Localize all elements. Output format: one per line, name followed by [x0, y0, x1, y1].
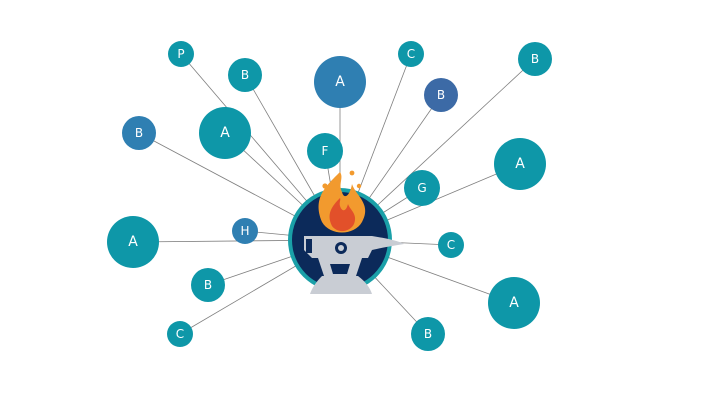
- node-circle: [398, 41, 424, 67]
- node-circle: [411, 317, 445, 351]
- node-circle: [122, 116, 156, 150]
- node-circle: [167, 321, 193, 347]
- node-circle: [404, 170, 440, 206]
- node-circle: [307, 133, 343, 169]
- node-label: F: [322, 144, 329, 158]
- node-circle: [168, 41, 194, 67]
- node-a1[interactable]: A: [314, 56, 366, 108]
- node-b3[interactable]: B: [122, 116, 156, 150]
- node-a5[interactable]: A: [488, 277, 540, 329]
- node-circle: [488, 277, 540, 329]
- node-b1[interactable]: B: [228, 58, 262, 92]
- node-circle: [232, 218, 258, 244]
- node-a2[interactable]: A: [199, 107, 251, 159]
- node-a4[interactable]: A: [107, 216, 159, 268]
- node-label: G: [417, 181, 426, 195]
- node-circle: [494, 138, 546, 190]
- node-label: B: [531, 52, 539, 66]
- node-p1[interactable]: P: [168, 41, 194, 67]
- node-circle: [518, 42, 552, 76]
- node-c1[interactable]: C: [398, 41, 424, 67]
- node-label: B: [424, 327, 432, 341]
- nodes: P B A C B B A B F A G H A C B A C B: [107, 41, 552, 351]
- node-circle: [228, 58, 262, 92]
- node-b5[interactable]: B: [191, 268, 225, 302]
- node-circle: [199, 107, 251, 159]
- node-f1[interactable]: F: [307, 133, 343, 169]
- node-b4[interactable]: B: [424, 78, 458, 112]
- node-label: C: [447, 238, 455, 252]
- node-label: A: [515, 156, 525, 172]
- node-label: B: [241, 68, 249, 82]
- node-c2[interactable]: C: [438, 232, 464, 258]
- node-circle: [191, 268, 225, 302]
- node-circle: [424, 78, 458, 112]
- anvil-flame-logo-icon: [304, 170, 404, 294]
- node-h1[interactable]: H: [232, 218, 258, 244]
- node-c3[interactable]: C: [167, 321, 193, 347]
- node-label: C: [176, 327, 184, 341]
- node-circle: [107, 216, 159, 268]
- node-circle: [314, 56, 366, 108]
- node-label: A: [220, 125, 230, 141]
- node-g1[interactable]: G: [404, 170, 440, 206]
- node-label: A: [128, 234, 138, 250]
- node-label: A: [509, 295, 519, 311]
- node-circle: [438, 232, 464, 258]
- hub-logo[interactable]: [288, 170, 404, 294]
- node-b6[interactable]: B: [411, 317, 445, 351]
- node-a3[interactable]: A: [494, 138, 546, 190]
- node-label: A: [335, 74, 345, 90]
- node-label: B: [135, 126, 143, 140]
- node-b2[interactable]: B: [518, 42, 552, 76]
- node-label: B: [437, 88, 445, 102]
- node-label: P: [177, 47, 184, 61]
- node-label: C: [407, 47, 415, 61]
- node-label: B: [204, 278, 212, 292]
- node-label: H: [240, 224, 249, 238]
